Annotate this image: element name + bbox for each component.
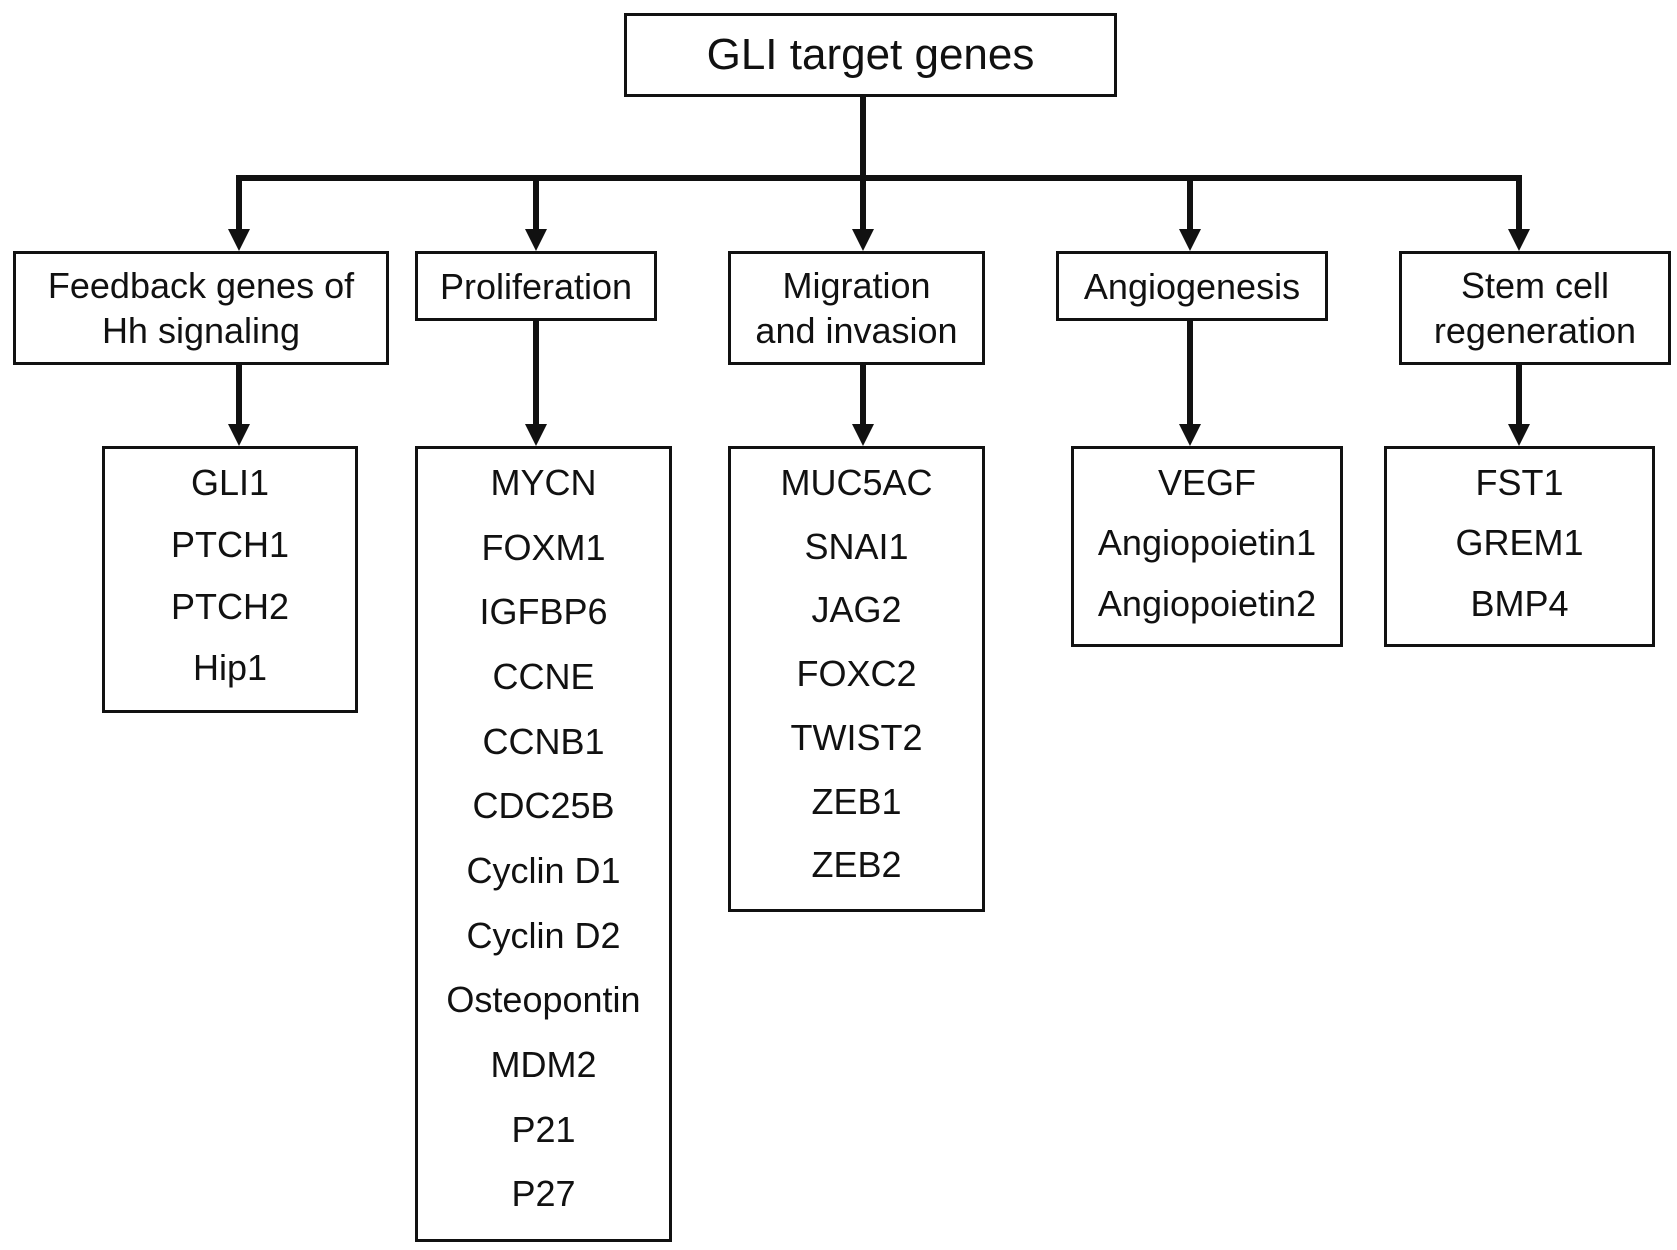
gene-item: ZEB2 [811,844,902,886]
category-feedback-box: Feedback genes of Hh signaling [13,251,389,365]
gene-item: FOXC2 [796,653,917,695]
root-box: GLI target genes [624,13,1117,97]
gene-item: MDM2 [490,1044,597,1086]
gene-item: MUC5AC [780,462,933,503]
gene-list-feedback: GLI1 PTCH1 PTCH2 Hip1 [102,446,358,713]
category-label-line: and invasion [755,310,958,351]
gene-item: CCNE [492,656,595,698]
gene-list-migration: MUC5AC SNAI1 JAG2 FOXC2 TWIST2 ZEB1 ZEB2 [728,446,985,912]
category-proliferation-box: Proliferation [415,251,657,321]
gene-item: Cyclin D2 [466,914,621,956]
category-label-line: Angiogenesis [1083,265,1301,307]
gene-item: Cyclin D1 [466,850,621,892]
category-label-line: Migration [782,265,931,306]
root-label: GLI target genes [706,30,1035,79]
arrowhead-icon [525,424,547,446]
category-label-line: regeneration [1433,310,1637,351]
gene-item: Hip1 [192,647,268,689]
gene-item: GLI1 [190,462,270,503]
gene-item: P21 [511,1108,576,1150]
category-angiogenesis-box: Angiogenesis [1056,251,1328,321]
gene-item: ZEB1 [811,780,902,822]
category-stem-cell-box: Stem cell regeneration [1399,251,1671,365]
arrowhead-icon [1508,424,1530,446]
arrowhead-icon [228,229,250,251]
category-label-line: Hh signaling [101,310,301,351]
gene-item: PTCH2 [170,585,290,627]
arrowhead-icon [228,424,250,446]
gene-item: FST1 [1475,462,1564,503]
arrowhead-icon [852,424,874,446]
category-label-line: Proliferation [439,265,633,307]
gene-item: Angiopoietin1 [1097,522,1317,564]
arrowhead-icon [1179,229,1201,251]
arrowhead-icon [852,229,874,251]
gene-item: CDC25B [472,785,615,827]
arrowhead-icon [1508,229,1530,251]
gene-item: Angiopoietin2 [1097,582,1317,624]
category-label-line: Stem cell [1460,265,1610,306]
gene-item: P27 [511,1173,576,1215]
gene-item: GREM1 [1455,522,1584,564]
gene-item: IGFBP6 [479,591,608,633]
gene-item: MYCN [490,462,597,503]
arrowhead-icon [1179,424,1201,446]
category-label-line: Feedback genes of [47,265,355,306]
gene-item: Osteopontin [446,979,641,1021]
gene-item: PTCH1 [170,523,290,565]
gene-item: SNAI1 [804,525,909,567]
gene-item: VEGF [1157,462,1256,503]
gene-item: FOXM1 [481,526,606,568]
gene-item: JAG2 [811,589,902,631]
gene-list-stem-cell: FST1 GREM1 BMP4 [1384,446,1655,647]
gene-item: TWIST2 [790,716,923,758]
category-migration-box: Migration and invasion [728,251,985,365]
gene-item: CCNB1 [482,720,605,762]
gene-list-proliferation: MYCN FOXM1 IGFBP6 CCNE CCNB1 CDC25B Cycl… [415,446,672,1242]
gene-list-angiogenesis: VEGF Angiopoietin1 Angiopoietin2 [1071,446,1343,647]
arrowhead-icon [525,229,547,251]
gene-item: BMP4 [1470,582,1569,624]
